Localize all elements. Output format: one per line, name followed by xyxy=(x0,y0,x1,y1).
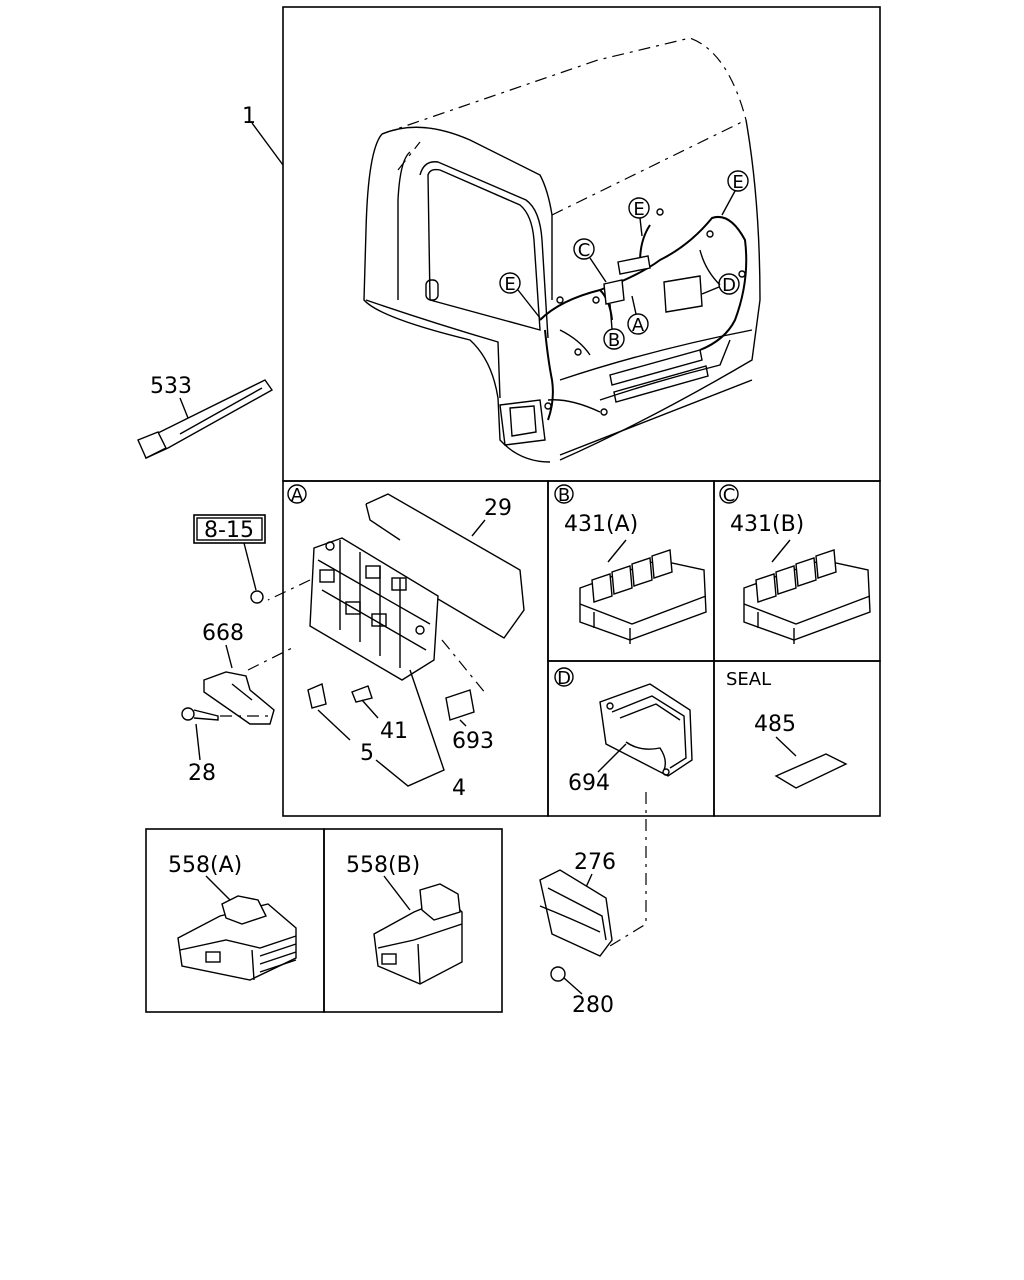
detail-c: C 431(B) xyxy=(719,484,871,644)
part-431a-label: 431(A) xyxy=(564,512,638,537)
ref-8-15-label: 8-15 xyxy=(204,518,254,543)
part-280-nut: 280 xyxy=(550,966,614,1018)
detail-d-tag: D xyxy=(557,668,571,689)
callout-1: 1 xyxy=(242,104,284,166)
tag-e-left: E xyxy=(504,274,515,295)
detail-b-tag: B xyxy=(558,485,570,506)
cab-detail-tags: E E C E D A B xyxy=(499,170,749,351)
part-29-label: 29 xyxy=(484,496,512,521)
tag-e-right: E xyxy=(732,172,743,193)
part-558b-connector: 558(B) xyxy=(346,853,463,985)
tag-c: C xyxy=(578,240,591,261)
part-668-label: 668 xyxy=(202,621,244,646)
part-28-label: 28 xyxy=(188,761,216,786)
part-533-label: 533 xyxy=(150,374,192,399)
seal-label: SEAL xyxy=(726,669,771,690)
part-558a-label: 558(A) xyxy=(168,853,242,878)
tag-e-top: E xyxy=(633,199,644,220)
tag-a: A xyxy=(632,315,645,336)
part-694-label: 694 xyxy=(568,771,610,796)
detail-c-tag: C xyxy=(723,485,736,506)
tag-d: D xyxy=(722,275,736,296)
detail-a-tag: A xyxy=(291,485,304,506)
detail-b: B 431(A) xyxy=(554,484,707,644)
tag-b: B xyxy=(608,330,620,351)
truck-cab-illustration xyxy=(363,37,761,463)
ref-8-15: 8-15 xyxy=(193,514,266,604)
part-558b-label: 558(B) xyxy=(346,853,420,878)
part-280-label: 280 xyxy=(572,993,614,1018)
part-431b-label: 431(B) xyxy=(730,512,804,537)
part-533-cable-tie: 533 xyxy=(137,374,274,459)
part-558a-connector: 558(A) xyxy=(168,853,297,981)
part-41-label: 41 xyxy=(380,719,408,744)
part-276-label: 276 xyxy=(574,850,616,875)
part-485-label: 485 xyxy=(754,712,796,737)
part-668-bracket: 668 xyxy=(202,621,297,725)
part-276-cover: 276 xyxy=(539,792,647,957)
main-frame xyxy=(145,6,881,1013)
part-5-label: 5 xyxy=(360,741,374,766)
part-693-label: 693 xyxy=(452,729,494,754)
detail-d: D 694 xyxy=(554,667,693,796)
detail-a: A 29 41 5 693 4 xyxy=(267,484,525,801)
part-28-bolt: 28 xyxy=(181,707,268,786)
part-4-label: 4 xyxy=(452,776,466,801)
detail-seal: SEAL 485 xyxy=(726,669,848,789)
